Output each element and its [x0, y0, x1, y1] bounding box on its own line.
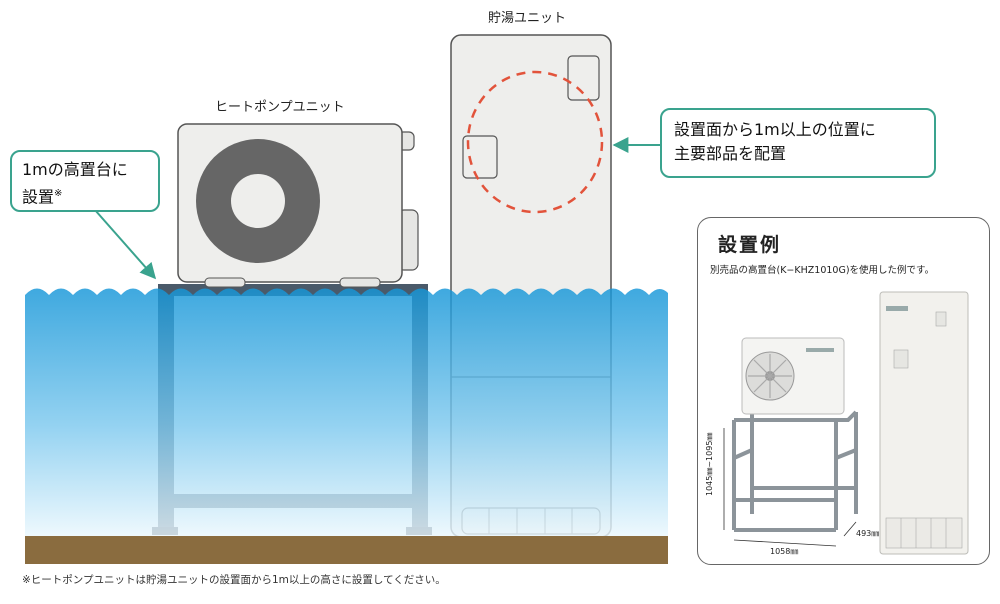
footnote-mark: ※: [54, 188, 63, 199]
example-dimension-lines: [723, 428, 857, 547]
example-heat-pump: [741, 337, 845, 415]
example-dim-height: 1045㎜~1095㎜: [705, 432, 714, 496]
platform-callout: 1mの高置台に 設置※: [10, 150, 160, 212]
example-stand: [732, 410, 858, 532]
tank-component-box-lower: [462, 135, 498, 179]
tank-component-box-upper: [567, 55, 600, 101]
example-tank-unit: [879, 291, 969, 555]
main-parts-dashed-circle: [466, 70, 604, 214]
example-photo-illustration: [723, 291, 969, 555]
parts-callout: 設置面から1m以上の位置に 主要部品を配置: [660, 108, 936, 178]
flood-water: [25, 288, 668, 536]
example-dim-depth: 493㎜: [856, 529, 880, 538]
tank-unit-label: 貯湯ユニット: [488, 11, 567, 26]
example-title: 設置例: [718, 234, 782, 256]
parts-callout-line1: 設置面から1m以上の位置に: [674, 120, 876, 139]
platform-callout-text: 設置: [22, 187, 55, 207]
platform-callout-arrow: [94, 209, 157, 280]
platform-callout-line2: 設置※: [22, 182, 148, 209]
parts-callout-line2: 主要部品を配置: [674, 144, 787, 163]
example-dim-width: 1058㎜: [770, 547, 799, 556]
heat-pump-unit: [177, 123, 419, 288]
ground: [25, 536, 668, 564]
example-caption: 別売品の高置台(K−KHZ1010G)を使用した例です。: [710, 265, 935, 276]
platform-callout-line1: 1mの高置台に: [22, 160, 128, 179]
heat-pump-unit-label: ヒートポンプユニット: [215, 100, 345, 115]
installation-example-panel: 設置例 別売品の高置台(K−KHZ1010G)を使用した例です。: [697, 217, 990, 565]
footnote: ※ヒートポンプユニットは貯湯ユニットの設置面から1m以上の高さに設置してください…: [22, 574, 446, 586]
